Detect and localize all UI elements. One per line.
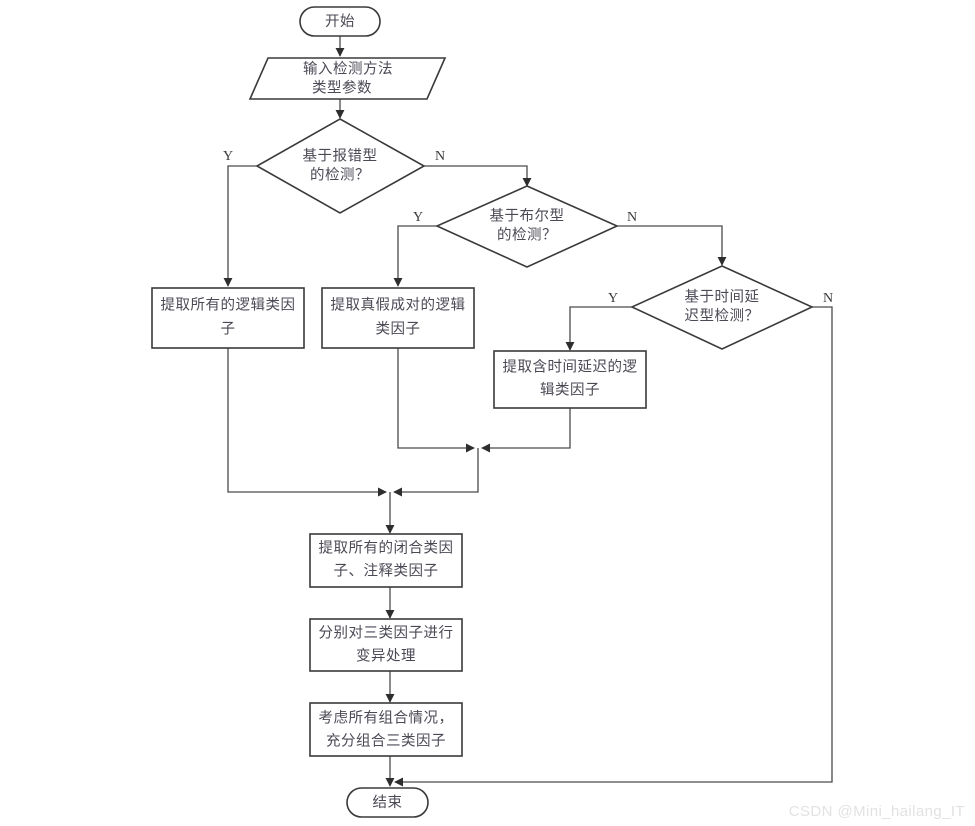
node-start[interactable]: 开始 <box>299 6 381 37</box>
process4-label-line1: 提取所有的闭合类因 <box>319 539 454 556</box>
node-process-combine-three-types[interactable]: 考虑所有组合情况， 充分组合三类因子 <box>309 702 463 757</box>
node-end[interactable]: 结束 <box>346 787 429 818</box>
edge-d3-yes-to-p3 <box>565 306 632 351</box>
connector-layer <box>223 36 833 787</box>
decision2-label-line2: 的检测？ <box>497 226 557 243</box>
process3-label-line1: 提取含时间延迟的逻 <box>503 358 638 375</box>
node-process-extract-closure-comment[interactable]: 提取所有的闭合类因 子、注释类因子 <box>309 533 463 588</box>
edge-d2-yes-to-p2 <box>393 225 437 287</box>
process2-label-line1: 提取真假成对的逻辑 <box>331 295 466 313</box>
end-terminator-shape <box>346 787 429 818</box>
node-input[interactable]: 输入检测方法 类型参数 <box>248 57 447 100</box>
process1-shape <box>151 287 305 349</box>
decision1-diamond-shape <box>255 118 426 214</box>
edge-label-d1-no: N <box>435 149 445 164</box>
decision1-label-line1: 基于报错型 <box>303 147 378 164</box>
node-process-extract-delay-logic[interactable]: 提取含时间延迟的逻 辑类因子 <box>493 350 647 409</box>
process2-shape <box>321 287 475 349</box>
edge-d2-no-to-d3 <box>617 225 727 266</box>
decision3-label-line2: 迟型检测？ <box>685 307 760 324</box>
process1-label-line1: 提取所有的逻辑类因 <box>161 296 296 313</box>
process4-label-line2: 子、注释类因子 <box>334 562 439 579</box>
process3-label-line2: 辑类因子 <box>540 381 600 398</box>
start-terminator-shape <box>299 6 381 37</box>
input-parallelogram-shape <box>248 57 447 100</box>
process6-shape <box>309 702 463 757</box>
process2-label-line2: 类因子 <box>376 320 421 337</box>
edge-d1-no-to-d2 <box>424 165 532 187</box>
edge-p3-to-merge-a <box>481 408 571 453</box>
edge-label-d2-yes: Y <box>413 210 423 225</box>
node-process-mutate-three-types[interactable]: 分别对三类因子进行 变异处理 <box>309 618 463 672</box>
decision1-label-line2: 的检测？ <box>310 166 370 183</box>
node-decision-time-delay-based[interactable]: 基于时间延 迟型检测？ <box>630 265 814 350</box>
edge-p1-to-merge-b <box>227 348 387 497</box>
process5-shape <box>309 618 463 672</box>
edge-p2-to-merge-a <box>397 348 475 453</box>
edge-d1-yes-to-p1 <box>223 165 257 287</box>
process3-shape <box>493 350 647 409</box>
decision3-diamond-shape <box>630 265 814 350</box>
node-process-extract-all-logic[interactable]: 提取所有的逻辑类因 子 <box>151 287 305 349</box>
node-process-extract-paired-logic[interactable]: 提取真假成对的逻辑 类因子 <box>321 287 475 349</box>
process5-label-line1: 分别对三类因子进行 <box>319 624 454 641</box>
process4-shape <box>309 533 463 588</box>
node-decision-error-based[interactable]: 基于报错型 的检测？ <box>255 118 426 214</box>
edge-label-d3-yes: Y <box>608 291 618 306</box>
decision3-label-line1: 基于时间延 <box>685 288 760 305</box>
process6-label-line2: 充分组合三类因子 <box>326 732 446 749</box>
edge-merge-a-to-merge-b <box>393 448 479 497</box>
decision2-label-line1: 基于布尔型 <box>490 207 565 224</box>
edge-label-d3-no: N <box>823 291 833 306</box>
process1-label-line2: 子 <box>221 320 236 337</box>
end-label: 结束 <box>373 794 403 811</box>
watermark-text: CSDN @Mini_hailang_IT <box>788 803 965 820</box>
input-label-line2: 类型参数 <box>312 79 372 96</box>
process6-label-line1: 考虑所有组合情况， <box>319 709 454 726</box>
process5-label-line2: 变异处理 <box>356 647 416 664</box>
decision2-diamond-shape <box>435 185 619 268</box>
edge-label-layer: Y N Y N Y N <box>223 149 833 306</box>
edge-label-d1-yes: Y <box>223 149 233 164</box>
edge-d3-no-to-end <box>394 306 833 787</box>
input-label-line1: 输入检测方法 <box>303 60 393 77</box>
node-decision-boolean-based[interactable]: 基于布尔型 的检测？ <box>435 185 619 268</box>
start-label: 开始 <box>325 13 355 30</box>
edge-label-d2-no: N <box>627 210 637 225</box>
